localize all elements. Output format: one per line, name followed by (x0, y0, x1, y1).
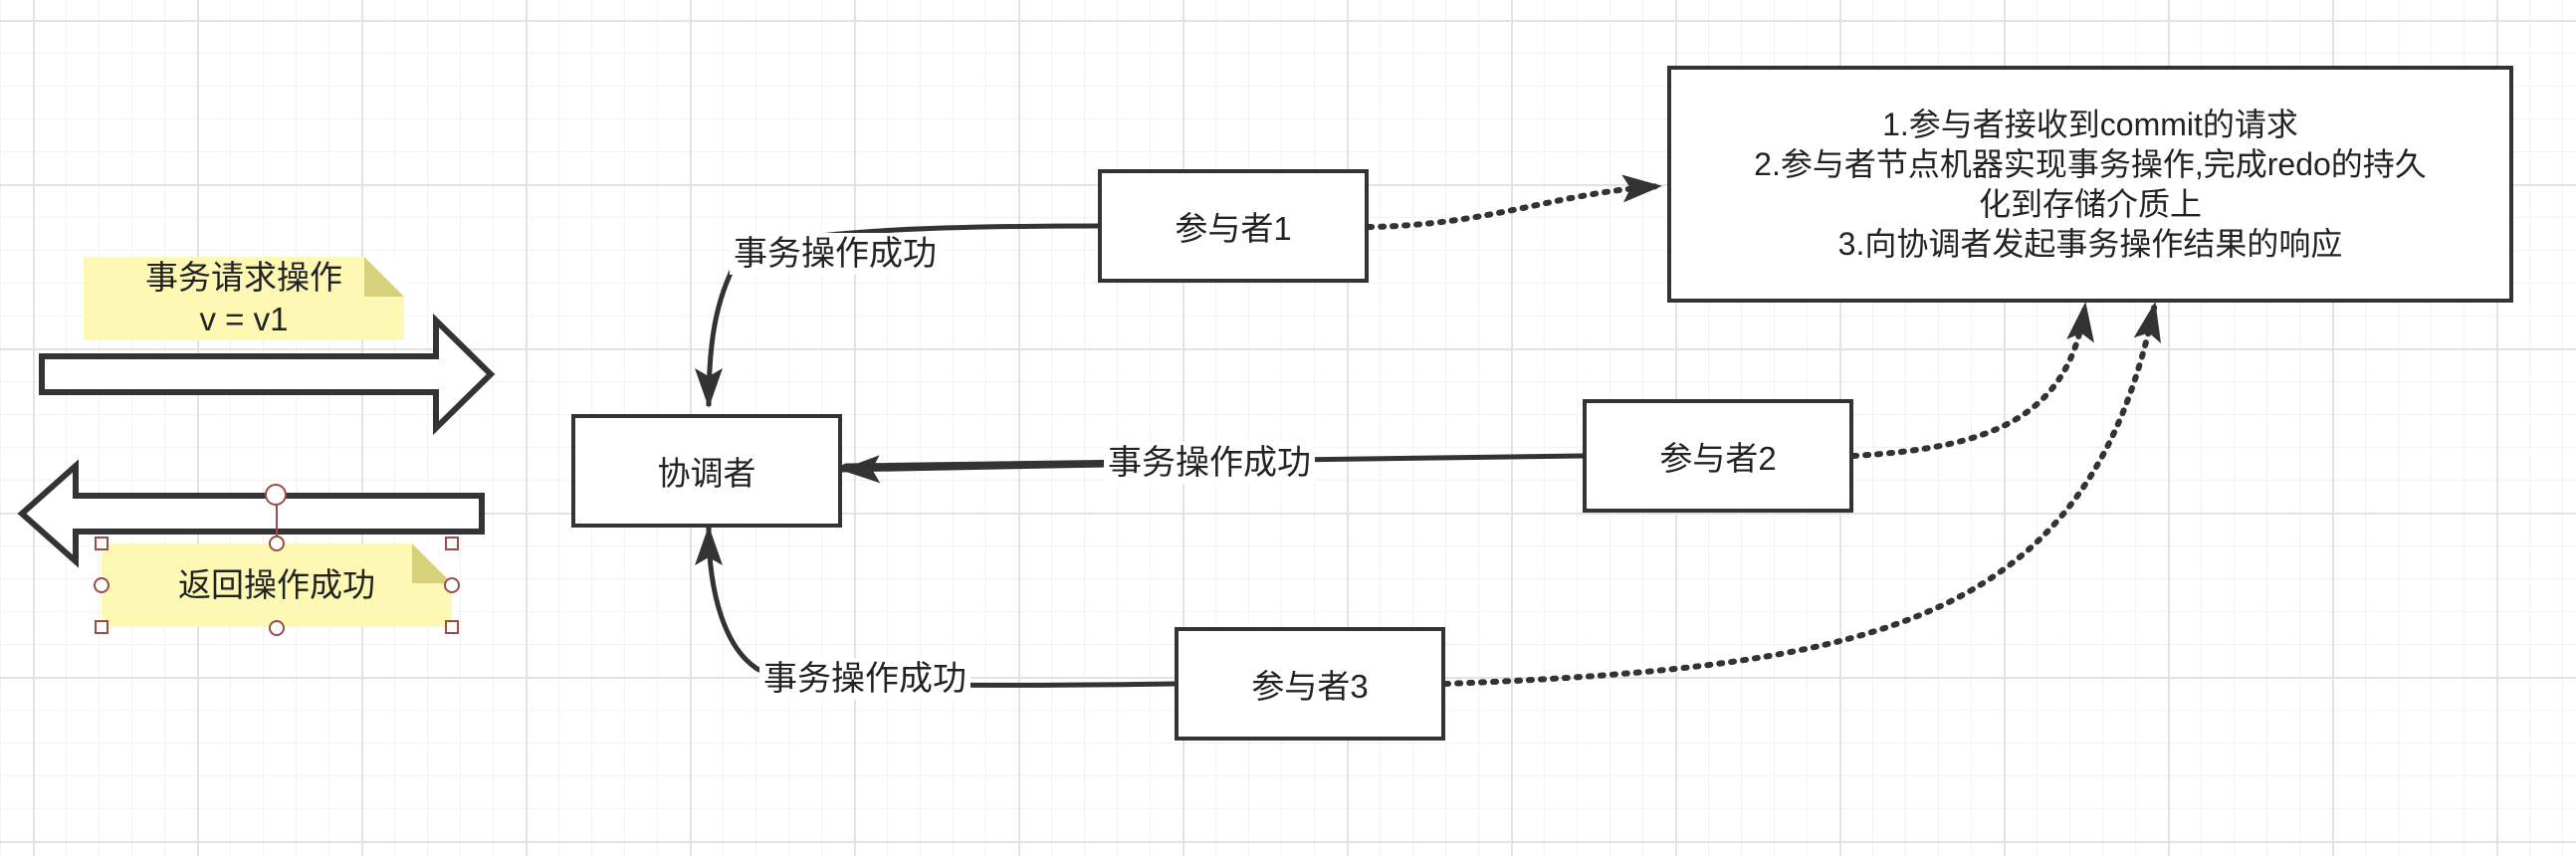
response-note-line1: 返回操作成功 (178, 566, 375, 603)
coordinator-label: 协调者 (657, 455, 756, 492)
edge-p2-process[interactable] (1850, 301, 2094, 459)
process-line-3: 化到存储介质上 (1978, 186, 2202, 222)
process-description-box[interactable]: 1.参与者接收到commit的请求 2.参与者节点机器实现事务操作,完成redo… (1667, 66, 2513, 303)
edge-label-p1[interactable]: 事务操作成功 (730, 233, 941, 275)
participant3-node[interactable]: 参与者3 (1175, 627, 1445, 741)
edge-p1-process[interactable] (1366, 174, 1663, 230)
participant2-label: 参与者2 (1659, 440, 1777, 477)
edge-label-p2[interactable]: 事务操作成功 (1104, 442, 1315, 484)
note-fold-icon (364, 257, 404, 297)
response-note[interactable]: 返回操作成功 (102, 543, 452, 627)
participant2-node[interactable]: 参与者2 (1583, 399, 1853, 513)
note-fold-icon (412, 543, 452, 583)
participant1-node[interactable]: 参与者1 (1098, 169, 1369, 283)
resize-handle-bc[interactable] (269, 620, 285, 636)
resize-handle-ml[interactable] (94, 577, 109, 593)
coordinator-node[interactable]: 协调者 (571, 414, 842, 528)
response-block-arrow[interactable] (17, 459, 485, 568)
process-line-2: 2.参与者节点机器实现事务操作,完成redo的持久 (1754, 146, 2427, 182)
resize-handle-mr[interactable] (444, 577, 460, 593)
resize-handle-br[interactable] (445, 620, 459, 634)
process-line-4: 3.向协调者发起事务操作结果的响应 (1837, 226, 2343, 262)
participant3-label: 参与者3 (1251, 668, 1369, 705)
request-note[interactable]: 事务请求操作 v = v1 (84, 257, 404, 340)
edge-p2-coordinator-tail[interactable] (840, 455, 1108, 484)
resize-handle-tl[interactable] (95, 536, 108, 550)
resize-handle-bl[interactable] (95, 620, 108, 634)
request-block-arrow[interactable] (39, 313, 496, 436)
request-note-line2: v = v1 (199, 301, 289, 337)
resize-handle-tr[interactable] (445, 536, 459, 550)
rotate-handle[interactable] (265, 484, 287, 506)
edge-p3-process[interactable] (1442, 301, 2162, 687)
resize-handle-tc[interactable] (269, 535, 285, 551)
edge-label-p3[interactable]: 事务操作成功 (759, 658, 970, 700)
process-line-1: 1.参与者接收到commit的请求 (1882, 107, 2298, 142)
request-note-line1: 事务请求操作 (145, 259, 342, 296)
participant1-label: 参与者1 (1175, 210, 1292, 247)
